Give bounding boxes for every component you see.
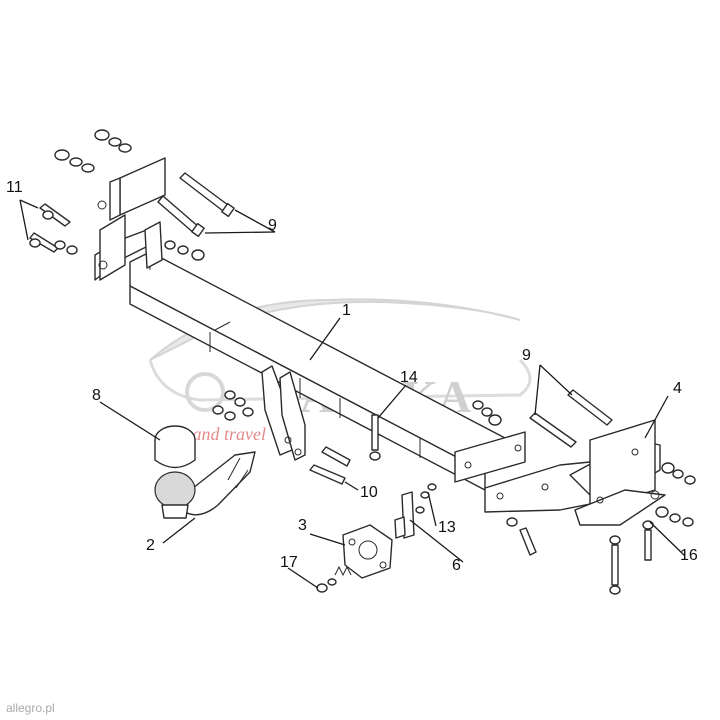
center-hitch-plates — [261, 365, 306, 461]
callout-17: 17 — [280, 554, 298, 571]
ball-neck — [184, 451, 256, 516]
callout-3: 3 — [298, 517, 307, 534]
socket-bracket — [394, 491, 415, 539]
callout-16: 16 — [680, 547, 698, 564]
callout-4: 4 — [673, 380, 682, 397]
callout-10: 10 — [360, 484, 378, 501]
callout-2: 2 — [146, 537, 155, 554]
socket-plate — [342, 524, 393, 579]
callout-6: 6 — [452, 557, 461, 574]
callout-numbers: 1 2 3 4 6 8 9 9 10 11 13 14 16 17 — [6, 179, 698, 574]
callout-14: 14 — [400, 369, 418, 386]
callout-11: 11 — [6, 179, 23, 196]
callout-9-left: 9 — [268, 217, 277, 234]
callout-13: 13 — [438, 519, 456, 536]
left-mount-plates — [94, 157, 166, 281]
right-mount-bracket — [454, 419, 666, 526]
footer-brand: allegro.pl — [6, 701, 55, 715]
fasteners — [29, 129, 696, 595]
tow-ball — [154, 425, 196, 519]
callout-8: 8 — [92, 387, 101, 404]
callout-9-right: 9 — [522, 347, 531, 364]
callout-1: 1 — [342, 302, 351, 319]
leader-lines — [19, 199, 686, 589]
